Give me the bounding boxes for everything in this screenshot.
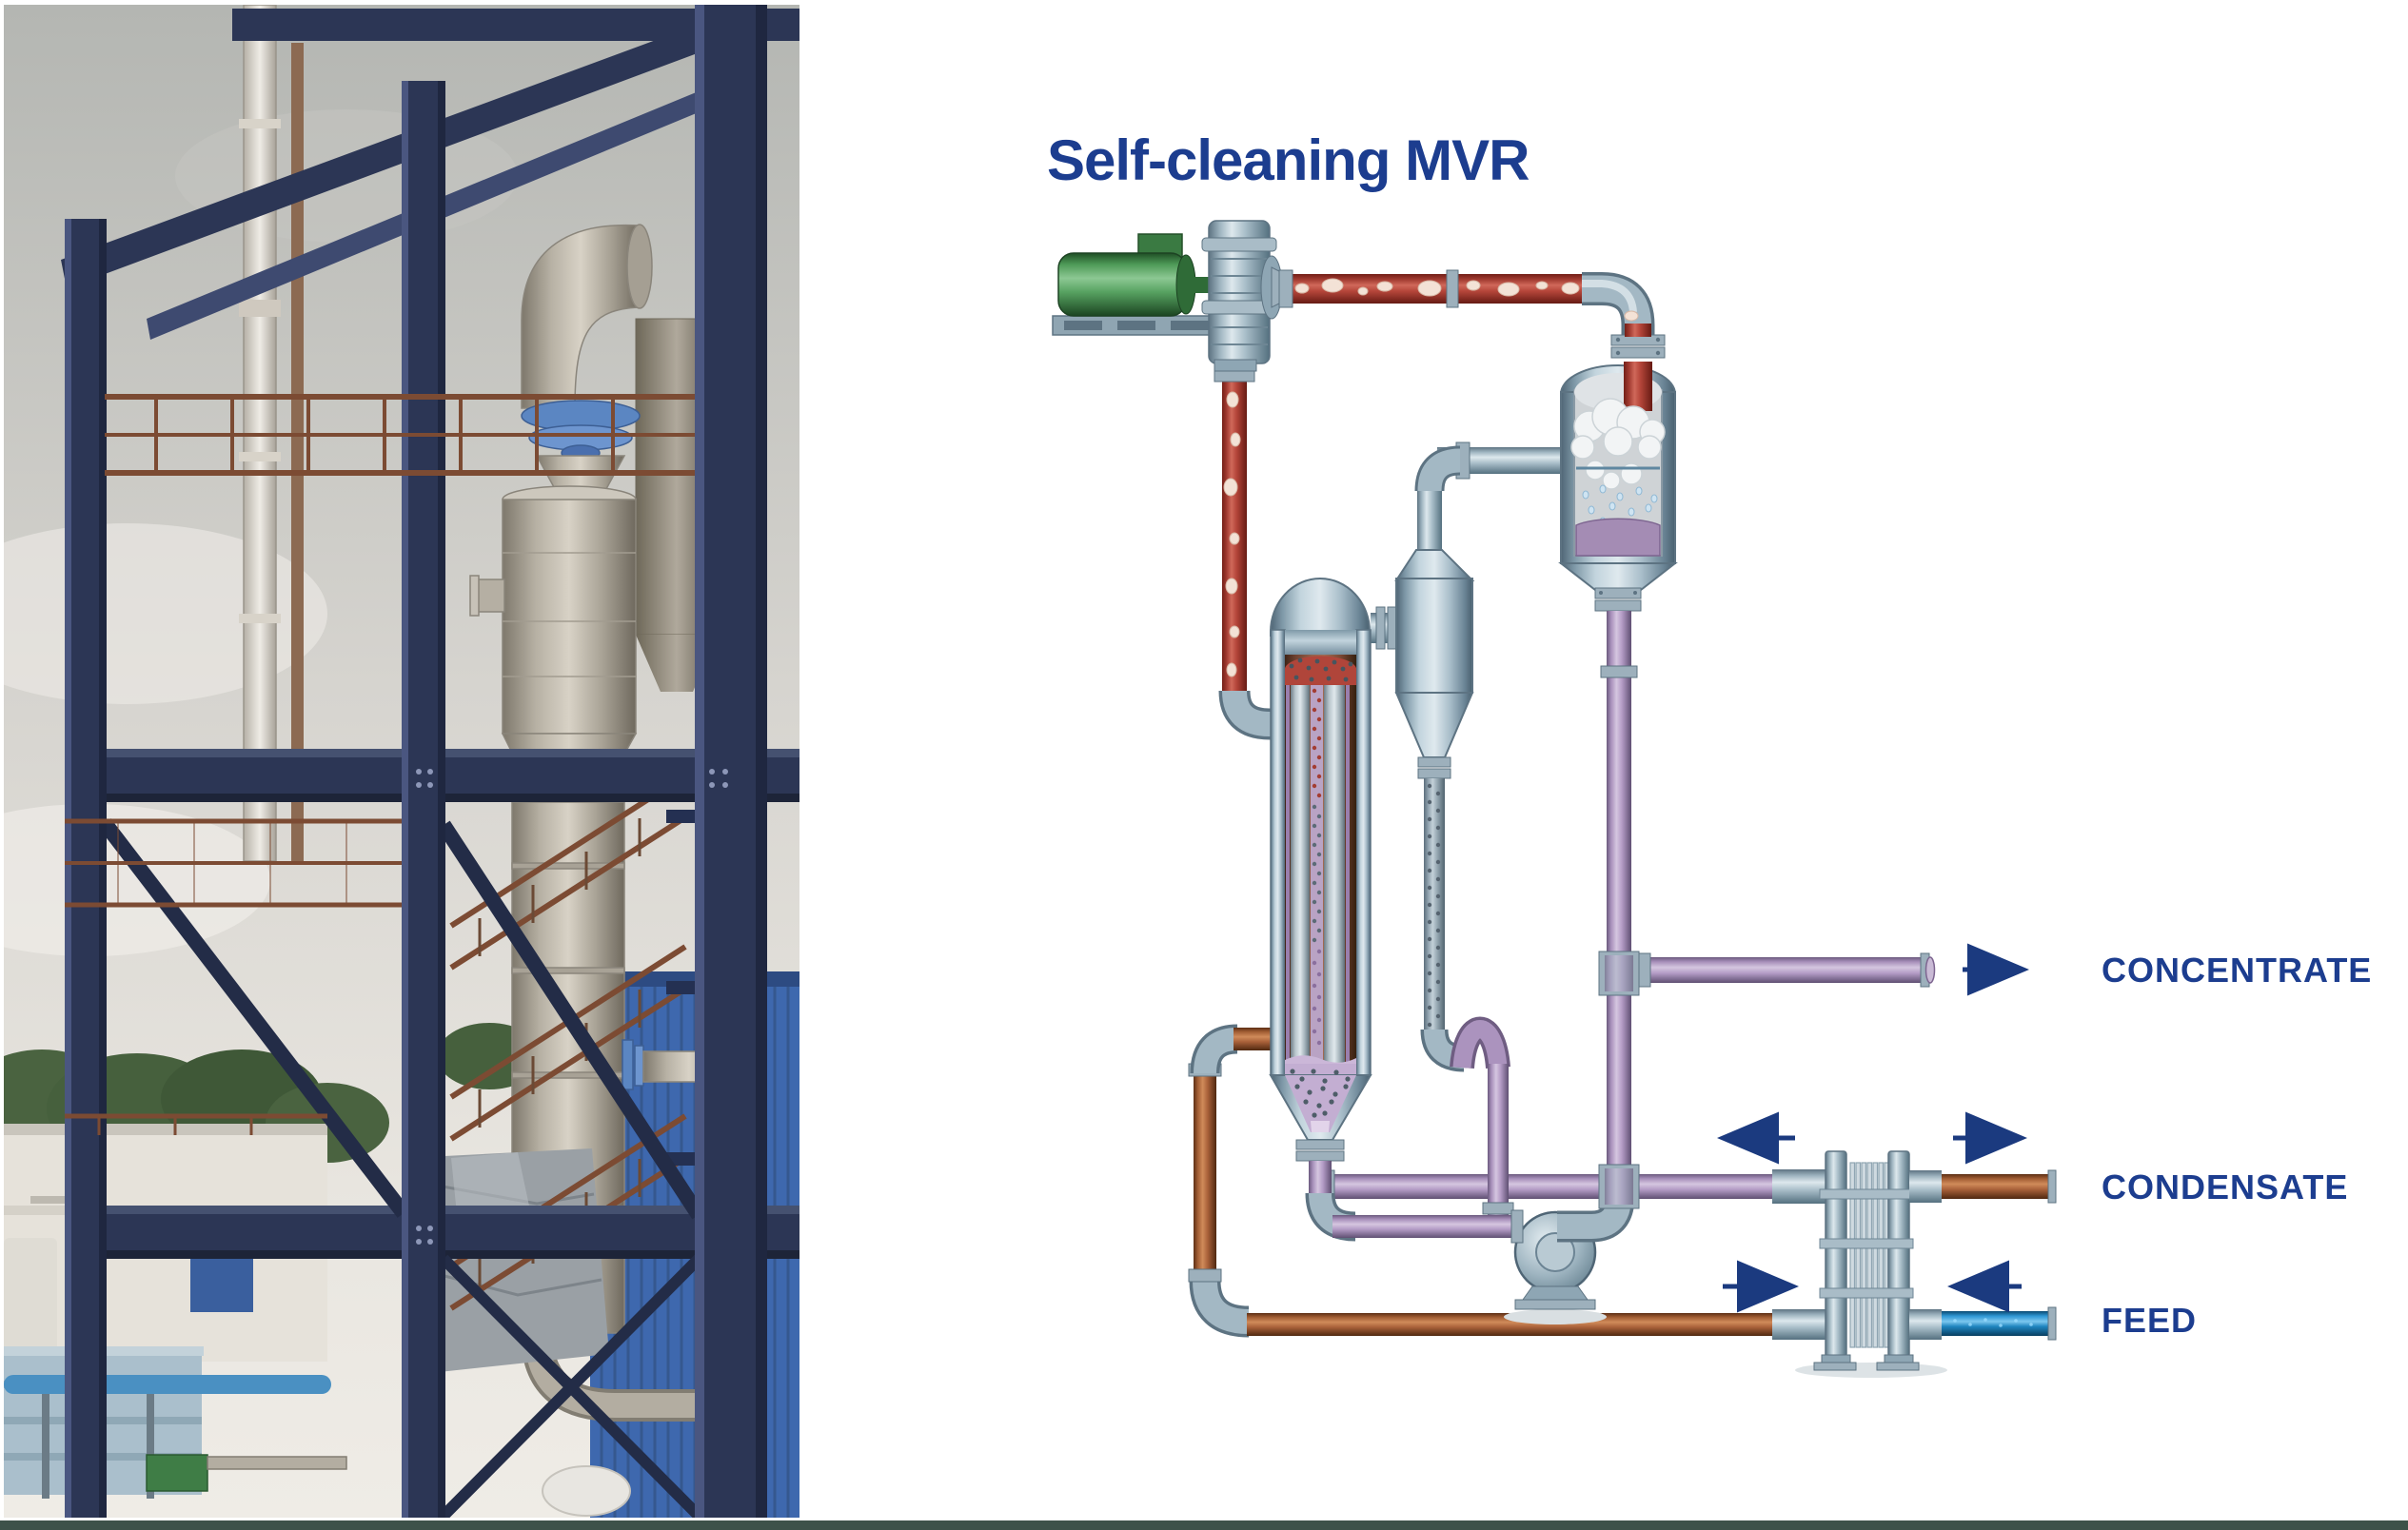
particle-return-line — [1420, 1016, 1514, 1216]
bottom-bar — [0, 1520, 2408, 1530]
vapor-discharge-pipe — [1278, 269, 1666, 359]
photo-steel-frame — [61, 5, 799, 1518]
flow-arrows — [1717, 943, 2029, 1313]
falling-film-evaporator — [1269, 578, 1397, 1242]
condensate-line — [1322, 1169, 1826, 1204]
compressor-suction-pipe — [1214, 370, 1279, 740]
concentrate-line — [1638, 952, 1936, 988]
diagram-title: Self-cleaning MVR — [1047, 128, 1530, 193]
separator-foam — [1570, 398, 1666, 490]
photo-tarp — [407, 1148, 631, 1517]
vapor-separator-vessel — [1414, 362, 1678, 612]
concentrate-label: CONCENTRATE — [2102, 951, 2372, 990]
mvr-schematic: CONCENTRATE CONDENSATE FEED — [1052, 220, 2372, 1378]
particle-return-dots — [1427, 783, 1441, 1028]
condensate-label: CONDENSATE — [2102, 1167, 2348, 1206]
plant-photo — [4, 5, 799, 1518]
drive-motor — [1052, 233, 1217, 336]
stream-labels: CONCENTRATE CONDENSATE FEED — [2102, 951, 2372, 1340]
feed-label: FEED — [2102, 1301, 2197, 1340]
evaporator-pool-particles — [1290, 1069, 1351, 1118]
vapor-particles — [1294, 278, 1639, 322]
photo-railings — [65, 394, 695, 1135]
circulation-pump — [1332, 1196, 1635, 1324]
particle-cyclone — [1394, 549, 1475, 1037]
plant-photo-art — [4, 5, 799, 1518]
separator-downcomer-pipe — [1598, 611, 1640, 1209]
vapor-compressor — [1201, 220, 1288, 372]
plate-heat-exchanger — [1795, 1150, 2057, 1378]
